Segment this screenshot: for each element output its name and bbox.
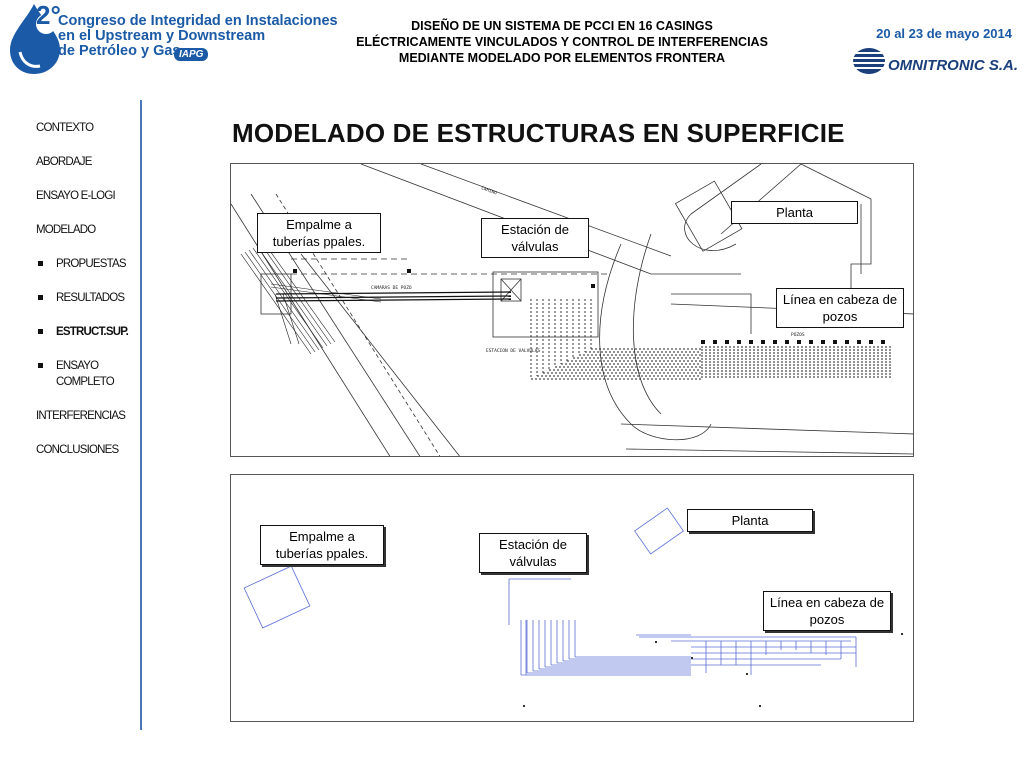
nav-item-conclusiones[interactable]: CONCLUSIONES — [36, 444, 119, 456]
callout-linea: Línea en cabeza de pozos — [776, 288, 904, 328]
globe-stripes-icon — [852, 48, 886, 74]
nav-item-ensayo-elogi[interactable]: ENSAYO E-LOGI — [36, 190, 116, 202]
boundary-model-panel: Empalme a tuberías ppales. Estación de v… — [230, 474, 914, 722]
congress-number: 2° — [36, 0, 61, 30]
cad-plan-panel: CAMARAS DE POZO ESTACION DE VALVULAS CAM… — [230, 163, 914, 457]
callout-planta: Planta — [731, 201, 858, 224]
sidebar-nav: CONTEXTO ABORDAJE ENSAYO E-LOGI MODELADO… — [36, 120, 146, 476]
company-name: OMNITRONIC S.A. — [888, 57, 1018, 74]
nav-item-resultados[interactable]: RESULTADOS — [36, 290, 146, 324]
callout-planta-model: Planta — [687, 509, 813, 532]
water-drop-logo-icon — [10, 4, 60, 74]
sidebar-divider — [140, 100, 142, 730]
callout-estacion: Estación de válvulas — [481, 218, 589, 258]
drawing-label-camaras: CAMARAS DE POZO — [371, 285, 412, 291]
nav-item-modelado[interactable]: MODELADO — [36, 224, 96, 236]
congress-line: de Petróleo y Gas — [58, 43, 181, 59]
boundary-model-drawing — [243, 507, 903, 707]
slide-title: MODELADO DE ESTRUCTURAS EN SUPERFICIE — [232, 118, 845, 148]
drawing-label-pozos: POZOS — [791, 332, 805, 338]
callout-linea-model: Línea en cabeza de pozos — [763, 591, 891, 631]
nav-item-interferencias[interactable]: INTERFERENCIAS — [36, 410, 126, 422]
nav-item-contexto[interactable]: CONTEXTO — [36, 122, 94, 134]
drawing-label-estacion: ESTACION DE VALVULAS — [486, 348, 540, 354]
congress-name: Congreso de Integridad en Instalaciones … — [58, 14, 338, 59]
nav-item-abordaje[interactable]: ABORDAJE — [36, 156, 92, 168]
congress-line: Congreso de Integridad en Instalaciones — [58, 13, 338, 29]
title-line: MEDIANTE MODELADO POR ELEMENTOS FRONTERA — [398, 51, 726, 65]
nav-item-estruct-sup[interactable]: ESTRUCT.SUP. — [36, 324, 146, 358]
title-line: DISEÑO DE UN SISTEMA DE PCCI EN 16 CASIN… — [411, 19, 713, 33]
callout-empalme-model: Empalme a tuberías ppales. — [260, 525, 384, 565]
nav-item-ensayo-completo[interactable]: ENSAYO COMPLETO — [36, 358, 116, 408]
iapg-badge: IAPG — [174, 48, 209, 61]
callout-empalme: Empalme a tuberías ppales. — [257, 213, 381, 253]
drawing-label-camino: CAMINO — [480, 185, 498, 196]
company-logo: OMNITRONIC S.A. — [852, 46, 1022, 76]
congress-logo: 2° Congreso de Integridad en Instalacion… — [6, 0, 338, 78]
document-title: DISEÑO DE UN SISTEMA DE PCCI EN 16 CASIN… — [312, 18, 812, 66]
callout-estacion-model: Estación de válvulas — [479, 533, 587, 573]
nav-item-propuestas[interactable]: PROPUESTAS — [36, 256, 146, 290]
congress-line: en el Upstream y Downstream — [58, 28, 266, 44]
event-date: 20 al 23 de mayo 2014 — [876, 26, 1012, 41]
title-line: ELÉCTRICAMENTE VINCULADOS Y CONTROL DE I… — [356, 35, 768, 49]
